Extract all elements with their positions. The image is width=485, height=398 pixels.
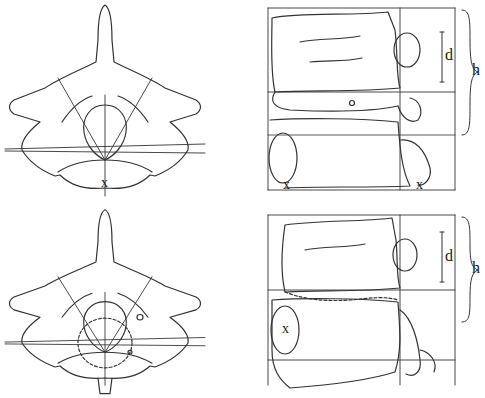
landmark-mark: x <box>101 176 108 190</box>
landmark-mark: x <box>282 322 289 336</box>
landmark-mark: x <box>283 178 290 192</box>
dimension-label: h <box>472 260 480 276</box>
dimension-label: h <box>472 62 480 78</box>
dimension-label: d <box>445 47 453 63</box>
dimension-label: d <box>445 248 453 264</box>
landmark-mark: x <box>416 178 423 192</box>
